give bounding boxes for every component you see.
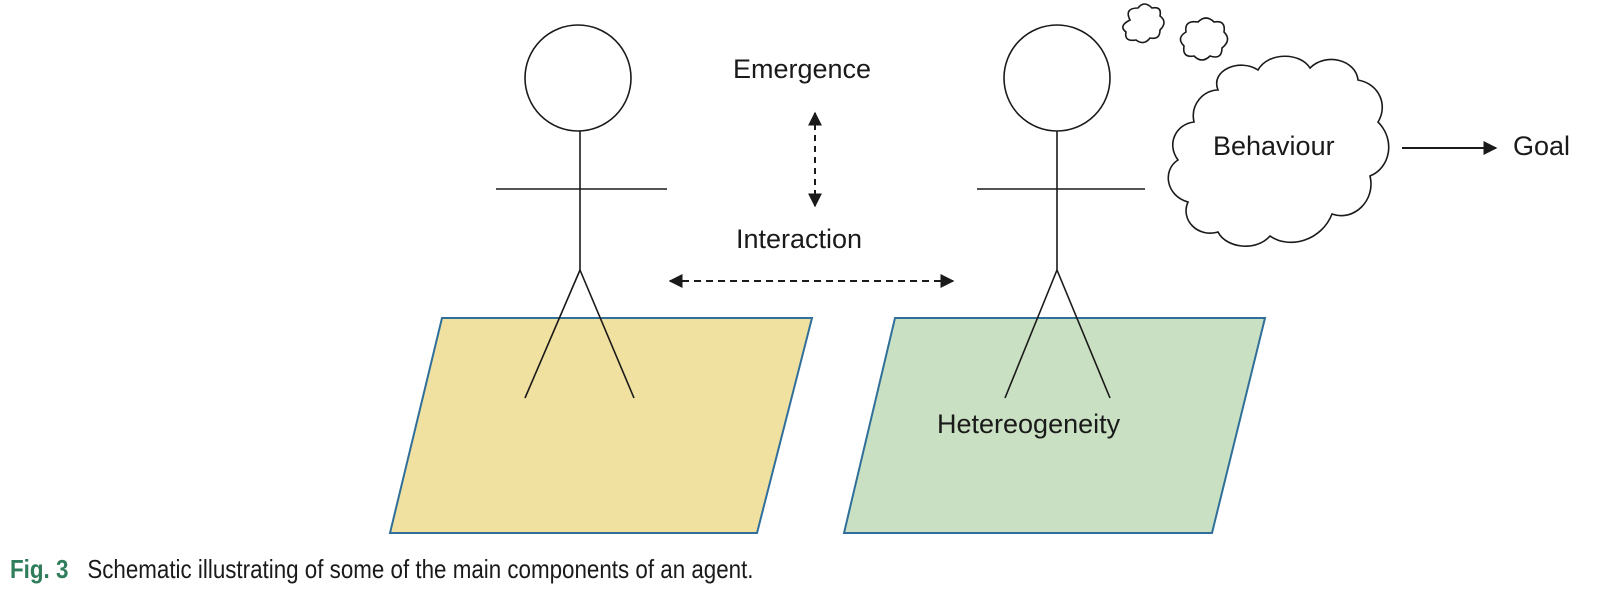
- goal-label: Goal: [1513, 131, 1571, 161]
- left-agent-left-leg: [524, 269, 581, 399]
- figure-caption: Fig. 3 Schematic illustrating of some of …: [10, 554, 754, 585]
- heterogeneity-label: Hetereogeneity: [937, 409, 1121, 439]
- figure-caption-label: Fig. 3: [10, 554, 69, 584]
- thought-bubble-medium: [1179, 17, 1229, 61]
- right-agent-left-leg: [1004, 269, 1058, 399]
- emergence-label: Emergence: [733, 54, 872, 84]
- thought-cloud: [1167, 55, 1390, 247]
- left-agent-right-leg: [579, 269, 635, 399]
- agent-schematic-diagram: [388, 3, 1498, 534]
- right-agent-head: [1003, 24, 1111, 132]
- right-agent-figure: [977, 24, 1145, 399]
- left-agent-head: [524, 24, 632, 132]
- left-platform: [388, 317, 814, 534]
- figure-caption-text: Schematic illustrating of some of the ma…: [87, 554, 754, 584]
- behaviour-label: Behaviour: [1213, 131, 1335, 161]
- right-agent-right-leg: [1056, 269, 1111, 399]
- right-platform: [842, 317, 1267, 534]
- thought-bubble-small: [1122, 3, 1165, 44]
- left-agent-figure: [496, 24, 667, 399]
- interaction-label: Interaction: [736, 224, 863, 254]
